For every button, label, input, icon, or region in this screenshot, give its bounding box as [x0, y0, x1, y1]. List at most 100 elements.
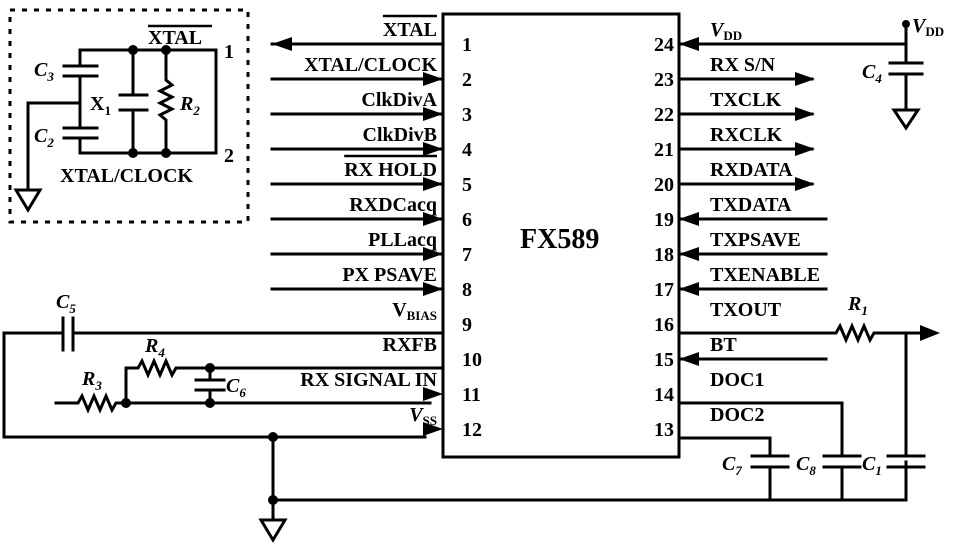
pin-label: RXDCacq — [349, 194, 437, 216]
pin-number: 12 — [462, 419, 482, 441]
pin-8: 8 PX PSAVE — [270, 264, 472, 301]
pin-2: 2 XTAL/CLOCK — [270, 54, 472, 91]
arrow-right-icon — [423, 72, 443, 86]
rx-input-network: C5 R3 R4 C6 — [2, 291, 908, 543]
arrow-left-icon — [679, 352, 699, 366]
arrow-right-icon — [423, 212, 443, 226]
pin-number: 17 — [654, 279, 674, 301]
c5-label: C5 — [56, 291, 76, 316]
chip-name: FX589 — [520, 224, 599, 255]
pin-label: RXCLK — [710, 124, 783, 146]
pin-label: DOC2 — [710, 404, 764, 426]
crystal-inset: XTAL 1 2 XTAL/CLOCK C3 C2 X1 R2 — [8, 8, 250, 224]
inset-xtal-label: XTAL — [148, 27, 202, 49]
arrow-right-icon — [423, 387, 443, 401]
r4-resistor — [124, 357, 445, 405]
pin-number: 6 — [462, 209, 472, 231]
pin-label: XTAL/CLOCK — [304, 54, 437, 76]
vdd-label: VDD — [912, 15, 944, 39]
pin-label: ClkDivB — [363, 124, 437, 146]
pin-number: 4 — [462, 139, 472, 161]
arrow-right-icon — [795, 142, 815, 156]
ground-icon — [258, 518, 288, 543]
r2-label: R2 — [179, 93, 200, 118]
pin-5: 5RX HOLD — [270, 154, 472, 196]
ground-icon — [13, 188, 43, 213]
pin-19: 19 TXDATA — [654, 194, 828, 231]
arrow-left-icon — [679, 282, 699, 296]
inset-xtal-clock-label: XTAL/CLOCK — [60, 165, 193, 187]
arrow-right-icon — [795, 107, 815, 121]
pin-label: TXDATA — [710, 194, 792, 216]
pin-21: 21 RXCLK — [654, 124, 815, 161]
pin-number: 13 — [654, 419, 674, 441]
c4-label: C4 — [862, 61, 882, 86]
fx589-chip-body — [441, 12, 681, 459]
pin-number: 19 — [654, 209, 674, 231]
pin-24: 24 VDD — [654, 19, 908, 56]
pin-label: TXPSAVE — [710, 229, 801, 251]
c8-label: C8 — [796, 453, 816, 478]
pin-number: 3 — [462, 104, 472, 126]
pin-label: BT — [710, 334, 737, 356]
arrow-left-icon — [272, 37, 292, 51]
pin-20: 20 RXDATA — [654, 159, 815, 196]
tx-output-network: R1 C1 C8 C7 — [677, 293, 940, 502]
c7-label: C7 — [722, 453, 742, 478]
pin-label: ClkDivA — [361, 89, 437, 111]
pin-number: 18 — [654, 244, 674, 266]
pin-number: 21 — [654, 139, 674, 161]
c1-label: C1 — [862, 453, 882, 478]
inset-ground-wire — [26, 101, 82, 192]
pin-number: 5 — [462, 174, 472, 196]
pin-3: 3 ClkDivA — [270, 89, 472, 126]
r3-resistor — [54, 392, 128, 414]
c3-label: C3 — [34, 59, 54, 84]
arrow-right-icon — [920, 325, 940, 341]
pin-label: VDD — [710, 19, 742, 43]
pin-13: 13 DOC2 — [654, 404, 764, 441]
pin-label: RX SIGNAL IN — [300, 369, 437, 391]
pin-number: 14 — [654, 384, 674, 406]
arrow-left-icon — [679, 212, 699, 226]
pin-number: 24 — [654, 34, 674, 56]
pin-label: RX S/N — [710, 54, 776, 76]
pin-label: RXDATA — [710, 159, 793, 181]
pin-number: 7 — [462, 244, 472, 266]
pin-number: 20 — [654, 174, 674, 196]
pin-label: PX PSAVE — [342, 264, 437, 286]
arrow-right-icon — [423, 282, 443, 296]
x1-label: X1 — [90, 93, 111, 118]
ground-icon — [891, 108, 921, 131]
r4-label: R4 — [144, 335, 165, 360]
inset-dashed-border — [8, 8, 250, 224]
r1-label: R1 — [847, 293, 868, 318]
pin-6: 6 RXDCacq — [270, 194, 472, 231]
arrow-right-icon — [423, 107, 443, 121]
pin-number: 2 — [462, 69, 472, 91]
vdd-decoupling: VDD C4 — [862, 15, 944, 131]
arrow-right-icon — [423, 177, 443, 191]
pin-number: 10 — [462, 349, 482, 371]
pin-number: 1 — [462, 34, 472, 56]
pin-label: DOC1 — [710, 369, 764, 391]
arrow-left-icon — [679, 247, 699, 261]
pin-number: 8 — [462, 279, 472, 301]
pin-number: 16 — [654, 314, 674, 336]
arrow-right-icon — [423, 247, 443, 261]
r3-label: R3 — [81, 368, 102, 393]
r1-resistor — [677, 322, 927, 344]
pin-number: 22 — [654, 104, 674, 126]
c2-label: C2 — [34, 125, 54, 150]
